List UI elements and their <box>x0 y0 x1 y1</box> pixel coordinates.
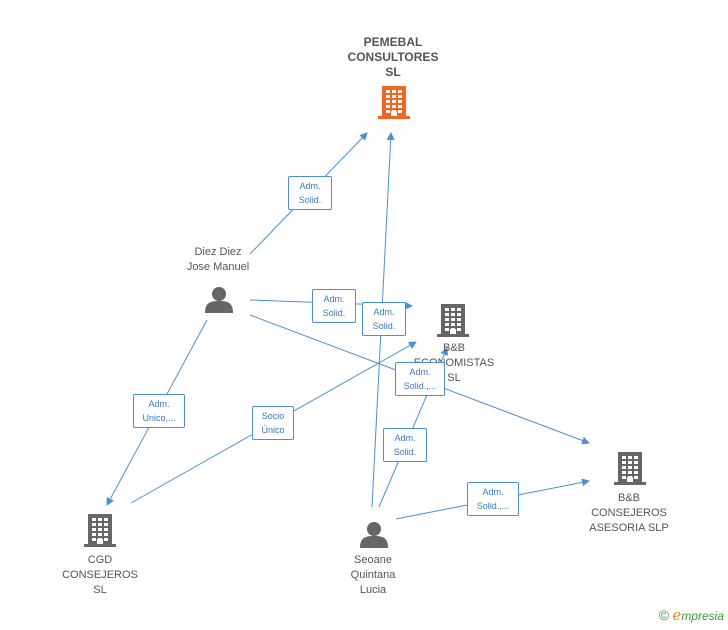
building-icon-bb-economistas[interactable] <box>437 304 469 337</box>
person-icon-seoane[interactable] <box>360 522 388 548</box>
node-label: PEMEBAL CONSULTORES SL <box>347 35 439 79</box>
node-label: Diez Diez Jose Manuel <box>186 246 250 273</box>
building-icon-pemebal[interactable] <box>378 86 410 119</box>
node-label: CGD CONSEJEROS SL <box>62 554 138 596</box>
node-pemebal-label[interactable]: PEMEBAL CONSULTORES SL <box>333 35 453 80</box>
footer-brand: © empresia <box>659 606 724 624</box>
edge-label-diez-cgd[interactable]: Adm. Unico,... <box>133 394 185 428</box>
icons-layer <box>84 86 646 548</box>
node-label: B&B CONSEJEROS ASESORIA SLP <box>589 492 669 534</box>
edge-label-seoane-bb-consejeros[interactable]: Adm. Solid.,... <box>467 482 519 516</box>
node-bb-consejeros-label[interactable]: B&B CONSEJEROS ASESORIA SLP <box>569 491 689 536</box>
person-icon-diez[interactable] <box>205 287 233 313</box>
brand-name: mpresia <box>681 609 724 623</box>
node-seoane-label[interactable]: Seoane Quintana Lucia <box>313 553 433 598</box>
building-icon-cgd[interactable] <box>84 514 116 547</box>
node-label: Seoane Quintana Lucia <box>350 554 396 596</box>
edge-label-diez-pemebal[interactable]: Adm. Solid. <box>288 176 332 210</box>
edge-label-diez-bb-economistas[interactable]: Adm. Solid. <box>312 289 356 323</box>
node-cgd-label[interactable]: CGD CONSEJEROS SL <box>40 553 160 598</box>
building-icon-bb-consejeros[interactable] <box>614 452 646 485</box>
edge-label-diez-bb-consejeros[interactable]: Adm. Solid.,... <box>395 362 445 396</box>
copyright-icon: © <box>658 607 670 623</box>
brand-initial: e <box>672 606 682 624</box>
edges-layer <box>106 132 590 520</box>
node-diez-label[interactable]: Diez Diez Jose Manuel <box>158 245 278 275</box>
edge-label-seoane-bb-economistas[interactable]: Adm. Solid. <box>383 428 427 462</box>
edge-label-cgd-bb-economistas[interactable]: Socio Único <box>252 406 294 440</box>
edge-label-seoane-pemebal[interactable]: Adm. Solid. <box>362 302 406 336</box>
